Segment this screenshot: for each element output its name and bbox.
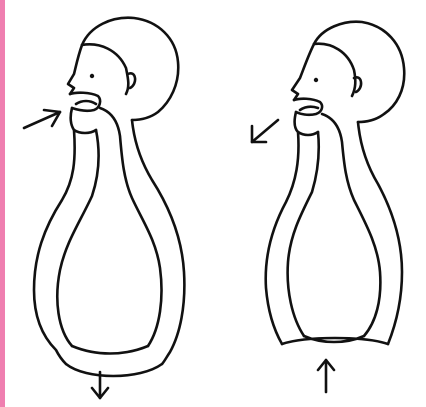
exhalation-head-outline — [314, 22, 404, 122]
up-arrow-icon — [318, 360, 334, 392]
inhalation-lung-bottom — [72, 346, 148, 354]
inhalation-body-left — [34, 130, 75, 364]
inhalation-airway-right — [100, 108, 162, 346]
inhalation-face-profile — [68, 45, 82, 94]
exhalation-airway-right — [322, 114, 380, 336]
exhalation-figure — [252, 22, 404, 392]
exhalation-airway-left — [288, 132, 319, 336]
inhalation-figure — [24, 18, 184, 398]
exhalation-eye — [314, 78, 318, 82]
inhalation-body-right — [132, 120, 184, 364]
inhalation-eye — [90, 74, 94, 78]
exhalation-body-right — [358, 122, 402, 344]
inhalation-airflow-arrow-icon — [24, 110, 60, 128]
inhalation-diaphragm — [66, 364, 162, 376]
inhalation-airway-left — [57, 130, 98, 346]
inhalation-tongue — [76, 101, 96, 104]
inhalation-hairline — [82, 44, 128, 94]
exhalation-face-profile — [292, 44, 314, 100]
exhalation-airflow-arrow-icon — [252, 120, 278, 142]
exhalation-tongue — [300, 107, 318, 110]
exhalation-hairline — [314, 44, 355, 96]
